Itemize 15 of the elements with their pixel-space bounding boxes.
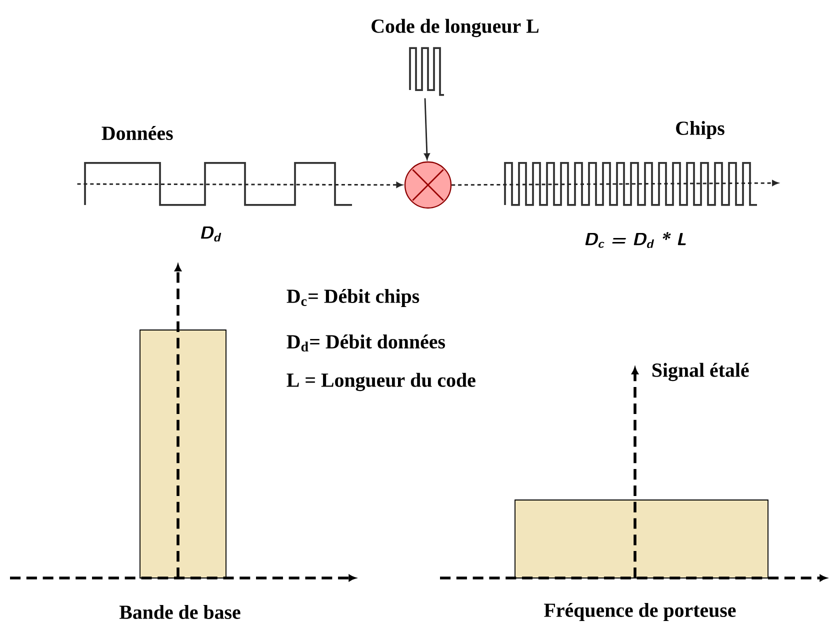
definition: D$_{c}$= Débit chips: [286, 288, 420, 308]
arrow: [77, 182, 402, 188]
heading: Code de longueur L: [372, 18, 539, 38]
axis-label: Bande de base: [119, 604, 240, 619]
definition: D$_{d}$= Débit données: [286, 334, 445, 352]
arrow: [452, 180, 778, 186]
rate-label: D$_{d}$: [201, 226, 222, 242]
axis-label: Signal étalé: [652, 362, 749, 382]
heading: Données: [102, 126, 173, 140]
arrow: [424, 98, 430, 160]
multiplier-symbol: [404, 161, 452, 209]
heading: Chips: [676, 120, 724, 140]
rate-label: D$_{c}$ = D$_{d}$ * L: [585, 232, 686, 248]
axis-label: Fréquence de porteuse: [544, 602, 736, 622]
definition: L = Longueur du code: [286, 372, 476, 392]
